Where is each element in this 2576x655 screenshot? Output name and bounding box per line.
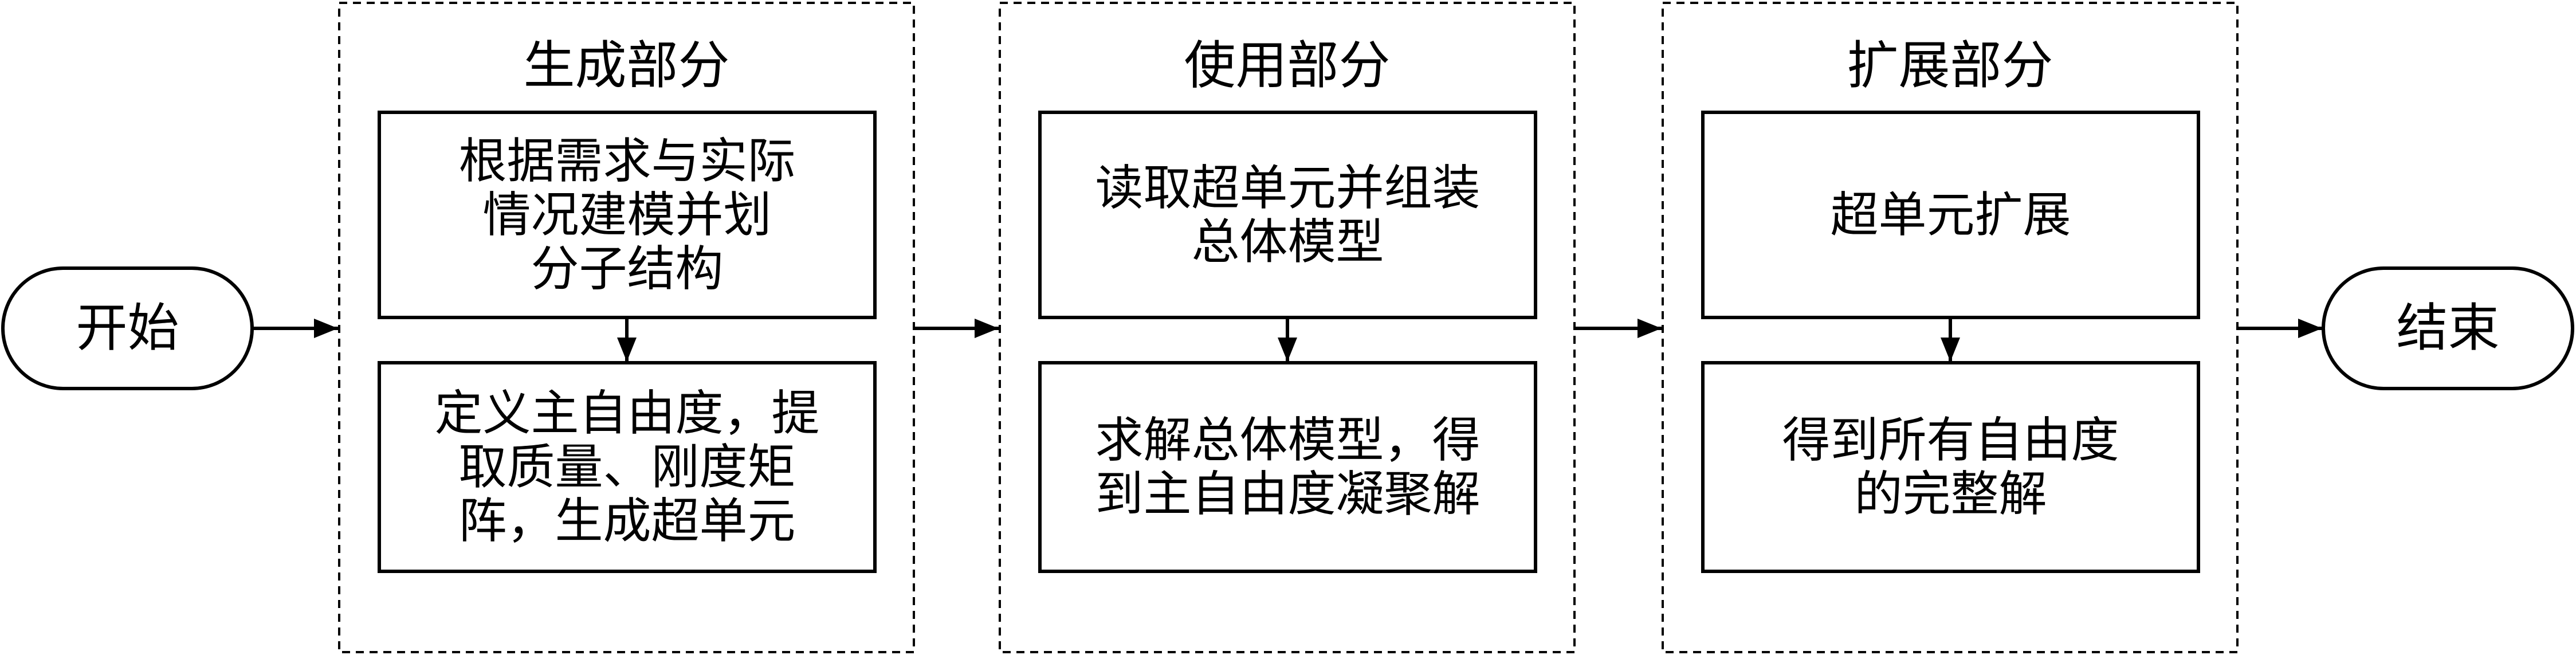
section-expand-title: 扩展部分 (1847, 35, 2053, 96)
step-text-model-substructure: 根据需求与实际 情况建模并划 分子结构 (458, 132, 796, 297)
step-box-full-solution (1701, 361, 2200, 573)
end-terminal (2322, 266, 2574, 390)
step-text-assemble-model: 读取超单元并组装 总体模型 (1095, 159, 1481, 270)
section-use-title: 使用部分 (1184, 35, 1391, 96)
step-box-assemble-model (1038, 111, 1537, 319)
step-text-solve-model: 求解总体模型，得 到主自由度凝聚解 (1095, 411, 1481, 522)
step-box-generate-superelement (378, 361, 877, 573)
start-label: 开始 (76, 297, 179, 358)
step-text-superelement-expand: 超单元扩展 (1830, 186, 2071, 243)
end-label: 结束 (2396, 297, 2500, 358)
step-box-superelement-expand (1701, 111, 2200, 319)
step-text-full-solution: 得到所有自由度 的完整解 (1782, 411, 2119, 522)
section-generate-title: 生成部分 (523, 35, 730, 96)
step-text-generate-superelement: 定义主自由度，提 取质量、刚度矩 阵，生成超单元 (434, 385, 820, 550)
step-box-model-substructure (378, 111, 877, 319)
step-box-solve-model (1038, 361, 1537, 573)
